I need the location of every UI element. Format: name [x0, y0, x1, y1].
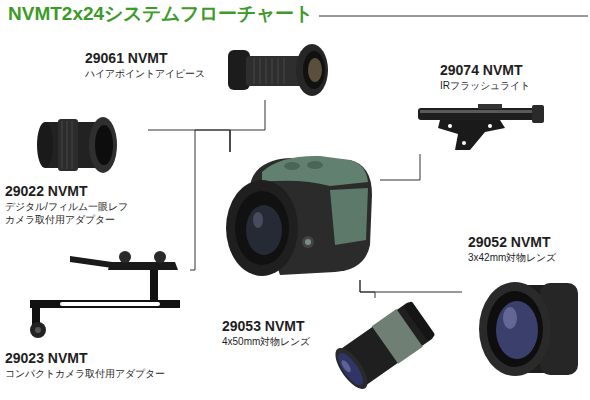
connector-line	[148, 130, 230, 152]
objective-lens-illustration	[479, 282, 578, 376]
text-block: 29061 NVMTハイアポイントアイピース	[85, 50, 205, 80]
connector-line	[360, 280, 462, 292]
text-block: 29023 NVMTコンパクトカメラ取付用アダプター	[5, 350, 165, 380]
chart-title: NVMT2x24システムフローチャート	[8, 2, 313, 26]
part-number: 29074 NVMT	[440, 62, 530, 79]
product-node	[225, 152, 380, 280]
connector-line	[380, 154, 420, 180]
text-block: 29053 NVMT4x50mm対物レンズ	[222, 318, 310, 348]
part-number: 29061 NVMT	[85, 50, 205, 67]
part-number: 29022 NVMT	[5, 183, 145, 200]
part-number: 29023 NVMT	[5, 350, 165, 367]
part-number: 29053 NVMT	[222, 318, 310, 335]
text-block: 29052 NVMT3x42mm対物レンズ	[468, 234, 556, 264]
connector-line	[190, 130, 230, 270]
connector-line	[230, 100, 265, 152]
product-node: 29053 NVMT4x50mm対物レンズ	[218, 298, 444, 394]
part-description: IRフラッシュライト	[440, 79, 530, 92]
eyepiece-illustration	[228, 44, 328, 96]
product-node: 29022 NVMTデジタル/フィルム一眼レフ カメラ取付用アダプター	[3, 110, 148, 235]
product-node: 29023 NVMTコンパクトカメラ取付用アダプター	[3, 248, 190, 394]
objective-lens-illustration	[329, 298, 437, 394]
part-number: 29052 NVMT	[468, 234, 556, 251]
part-description: 4x50mm対物レンズ	[222, 335, 310, 348]
part-description: デジタル/フィルム一眼レフ カメラ取付用アダプター	[5, 200, 145, 226]
product-node: 29061 NVMTハイアポイントアイピース	[82, 40, 337, 100]
camera-bracket-illustration	[30, 251, 180, 338]
text-block: 29074 NVMTIRフラッシュライト	[440, 62, 530, 92]
product-node: 29074 NVMTIRフラッシュライト	[405, 60, 555, 154]
part-description: 3x42mm対物レンズ	[468, 251, 556, 264]
part-description: コンパクトカメラ取付用アダプター	[5, 367, 165, 380]
flashlight-illustration	[418, 104, 544, 150]
title-rule	[319, 16, 588, 17]
product-node: 29052 NVMT3x42mm対物レンズ	[462, 232, 586, 382]
connector-line	[360, 280, 375, 298]
text-block: 29022 NVMTデジタル/フィルム一眼レフ カメラ取付用アダプター	[5, 183, 145, 226]
part-description: ハイアポイントアイピース	[85, 67, 205, 80]
slr-adapter-illustration	[37, 117, 117, 173]
monocular-illustration	[226, 156, 372, 276]
